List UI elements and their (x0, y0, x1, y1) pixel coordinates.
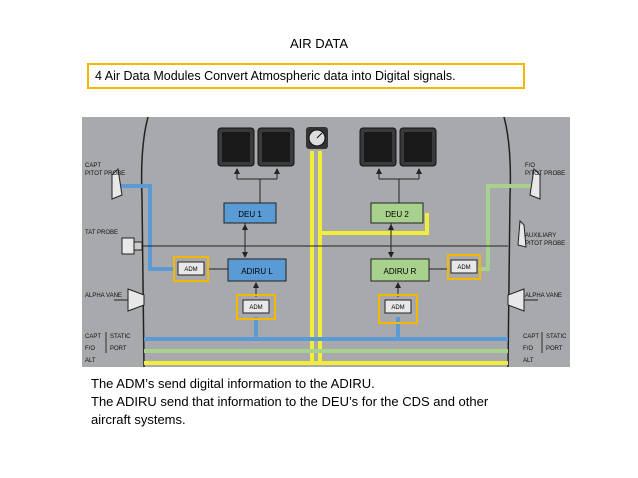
capt-pitot-label-1: CAPT (85, 163, 101, 169)
static-left-label: STATIC (110, 334, 131, 340)
alpha-vane-right-icon (507, 288, 525, 312)
deu2-box: DEU 2 (370, 202, 424, 224)
alpha-vane-left-icon (127, 288, 145, 312)
yellow-alt-lines (144, 151, 508, 365)
fo-pitot-label-1: F/O (525, 163, 535, 169)
alpha-vane-right-label: ALPHA VANE (525, 293, 562, 299)
alt-left-label: ALT (85, 358, 96, 364)
port-right-label: PORT (546, 346, 563, 352)
adiru-r-box: ADIRU R (370, 258, 430, 282)
caption-line-3: aircraft systems. (91, 412, 186, 427)
alt-right-label: ALT (523, 358, 534, 364)
capt-right-label: CAPT (523, 334, 539, 340)
display-unit-left-1 (217, 127, 255, 167)
blue-capt-lines (118, 184, 508, 341)
fo-right-label: F/O (523, 346, 533, 352)
fuselage-left-outline (140, 116, 149, 368)
callout-box: 4 Air Data Modules Convert Atmospheric d… (87, 63, 525, 89)
fuselage-right-outline (503, 116, 512, 368)
adm-box-left: ADM (173, 256, 209, 282)
display-unit-right-2 (399, 127, 437, 167)
caption-line-1: The ADM’s send digital information to th… (91, 376, 375, 391)
static-right-label: STATIC (546, 334, 567, 340)
tat-probe-icon (121, 237, 143, 255)
aux-pitot-label-1: AUXILIARY (525, 233, 556, 239)
adiru-l-label: ADIRU L (241, 267, 273, 276)
fo-pitot-probe-icon (529, 167, 541, 200)
diagram-background (82, 117, 570, 367)
capt-pitot-probe-icon (111, 167, 123, 200)
fo-pitot-label-2: PITOT PROBE (525, 171, 565, 177)
deu1-box: DEU 1 (223, 202, 277, 224)
green-fo-lines (144, 184, 534, 353)
caption-line-2: The ADIRU send that information to the D… (91, 394, 489, 409)
adm-center-right-label: ADM (391, 305, 404, 311)
adm-center-left-label: ADM (249, 305, 262, 311)
adm-box-center-right: ADM (378, 294, 418, 324)
adiru-r-label: ADIRU R (384, 267, 417, 276)
adm-left-label: ADM (184, 267, 197, 273)
standby-instrument-icon (306, 127, 328, 149)
alpha-vane-left-label: ALPHA VANE (85, 293, 122, 299)
capt-left-label: CAPT (85, 334, 101, 340)
display-unit-left-2 (257, 127, 295, 167)
display-bus-lines (234, 168, 422, 203)
adm-right-label: ADM (457, 265, 470, 271)
deu2-label: DEU 2 (385, 210, 409, 219)
aux-pitot-label-2: PITOT PROBE (525, 241, 565, 247)
adiru-l-box: ADIRU L (227, 258, 287, 282)
adm-box-right: ADM (447, 254, 481, 280)
fo-left-label: F/O (85, 346, 95, 352)
capt-pitot-label-2: PITOT PROBE (85, 171, 125, 177)
port-left-label: PORT (110, 346, 127, 352)
page-title: AIR DATA (289, 36, 349, 51)
air-data-diagram: DEU 1 DEU 2 ADIRU L ADIRU R ADM ADM ADM … (82, 116, 570, 368)
tat-probe-label: TAT PROBE (85, 230, 118, 236)
caption-text: The ADM’s send digital information to th… (91, 375, 631, 429)
display-unit-right-1 (359, 127, 397, 167)
deu1-label: DEU 1 (238, 210, 262, 219)
adm-box-center-left: ADM (236, 294, 276, 320)
aux-pitot-probe-icon (517, 219, 527, 248)
